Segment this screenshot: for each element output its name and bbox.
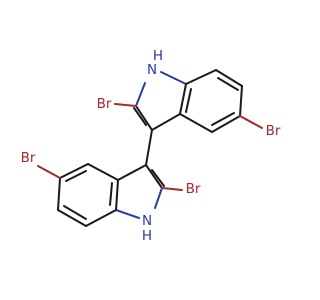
bond-c5-br-lower [37,165,61,179]
bond-c7a-c7-upper [185,69,217,85]
atom-label-h-upper: H [153,48,163,64]
bond-c4-c3a-upper [179,113,213,133]
bond-c3a-c3-upper [151,113,181,131]
atom-label-br-c2-upper: Br [97,96,112,112]
bond-c7-c6-upper [215,69,243,87]
bond-c3a-c4-lower [87,163,119,181]
atom-label-br-c5-lower: Br [21,150,36,166]
bond-c6-c7-lower-double [63,205,87,220]
bond-c3-c3prime [145,129,153,166]
bond-c7a-c3a-upper-double [185,88,192,113]
bond-c5-c4-upper-double [211,112,235,126]
bond-n1-c7a-upper [160,71,187,85]
bond-c2-br-upper [114,103,137,107]
bond-c7a-c3a-lower [115,179,119,211]
bond-c7a-c3a-upper [179,83,187,115]
atom-label-n-upper: N [147,62,157,78]
lower-labels: Br Br N H [21,150,201,244]
bond-c3-c2-upper [135,105,153,131]
upper-indole [114,69,263,133]
bond-n1-c7a-lower [115,209,140,219]
bond-c6-c5-upper [239,85,243,117]
bond-c3-c2-lower [145,164,163,189]
bond-c4-c5-lower-double [65,170,87,182]
bond-c5-c6-lower [57,177,61,211]
bond-c3a-c3-lower [117,164,147,181]
bond-c6-c7-lower [57,209,87,227]
molecule-structure-diagram: H N Br Br Br Br N H [21,48,281,244]
atom-label-n-lower: N [142,213,152,229]
bond-c2-n1-upper [135,82,146,107]
bond-c5-br-upper [239,115,263,129]
atom-label-br-c5-upper: Br [266,123,281,139]
lower-indole [37,163,183,227]
bond-c5-c4-upper [211,115,241,133]
upper-labels: H N Br Br [97,48,281,139]
bond-c7a-c3a-lower-double [109,182,113,206]
bond-c3-c2-lower-double [151,169,165,187]
bond-c2-br-lower [161,187,183,191]
bond-c7-c6-upper-double [217,77,239,91]
bond-c2-n1-lower [154,187,163,209]
bond-c3-c2-upper-double [133,107,147,126]
bond-c7-c7a-lower [85,209,117,227]
atom-label-h-lower: H [142,228,152,244]
bond-c4-c5-lower [59,163,89,179]
atom-label-br-c2-lower: Br [186,181,201,197]
